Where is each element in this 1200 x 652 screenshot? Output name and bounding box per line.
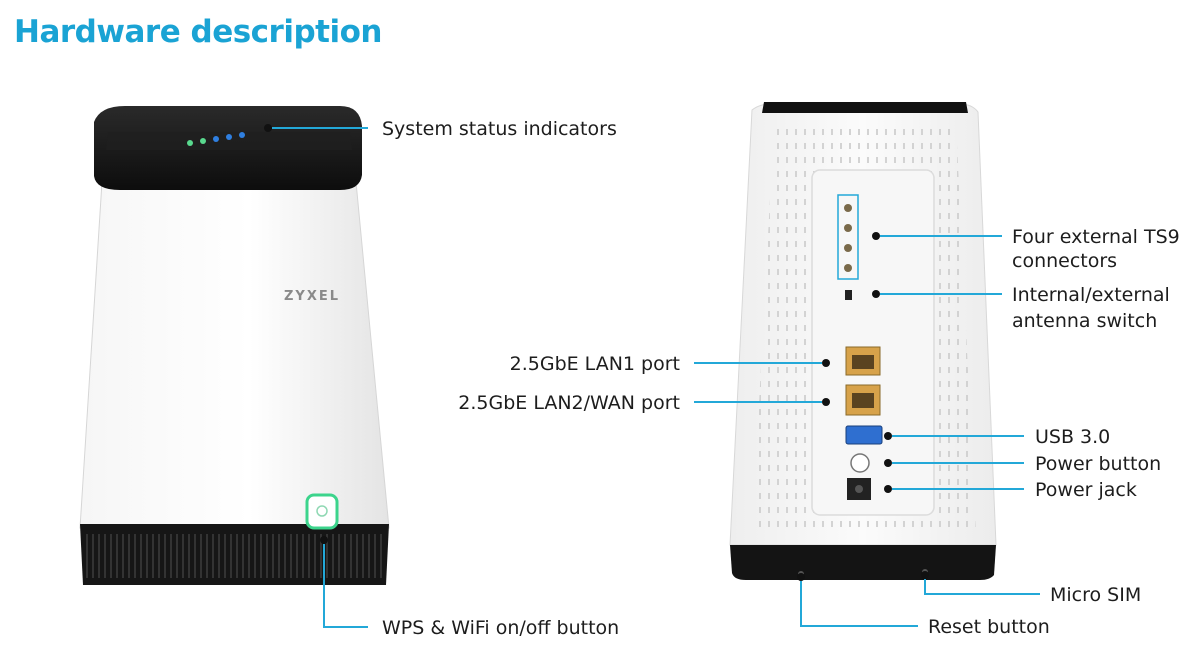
back-device-top-cap — [762, 102, 968, 113]
label-ts9-line1: Four external TS9 — [1012, 226, 1180, 248]
lan1-port-icon — [845, 346, 881, 376]
label-antenna-line1: Internal/external — [1012, 284, 1170, 306]
lan2-port-icon — [845, 384, 881, 416]
label-lan1-port: 2.5GbE LAN1 port — [510, 353, 680, 375]
label-micro-sim: Micro SIM — [1050, 584, 1141, 606]
front-device-body — [79, 181, 390, 529]
back-device-base — [730, 545, 996, 580]
label-power-jack: Power jack — [1035, 479, 1137, 501]
label-power-button: Power button — [1035, 453, 1161, 475]
label-usb: USB 3.0 — [1035, 426, 1110, 448]
brand-logo-text: ZYXEL — [284, 289, 340, 304]
ts9-connector-icon — [844, 204, 852, 272]
power-button-icon — [850, 453, 870, 473]
back-device — [729, 102, 997, 580]
leader-lines — [264, 124, 1040, 628]
page-title: Hardware description — [14, 14, 382, 50]
front-device: ZYXEL — [79, 106, 390, 585]
antenna-switch-icon — [845, 290, 852, 300]
power-jack-icon — [847, 478, 871, 500]
port-panel — [811, 169, 935, 516]
label-reset-button: Reset button — [928, 616, 1050, 638]
usb-port-icon — [845, 425, 883, 445]
label-lan2-wan-port: 2.5GbE LAN2/WAN port — [458, 392, 680, 414]
label-ts9-line2: connectors — [1012, 250, 1117, 272]
status-led-icon — [187, 132, 245, 146]
label-system-status: System status indicators — [382, 118, 617, 140]
wps-button-icon — [305, 493, 339, 530]
label-wps-wifi-button: WPS & WiFi on/off button — [382, 617, 619, 639]
label-antenna-line2: antenna switch — [1012, 310, 1157, 332]
